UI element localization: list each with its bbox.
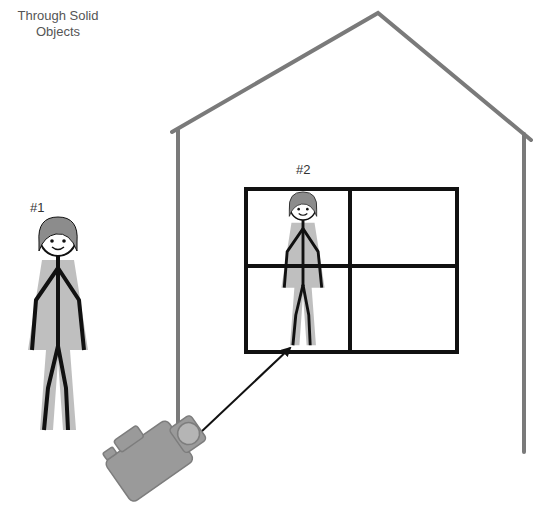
house-outline: [172, 13, 531, 456]
window-frame: [246, 189, 457, 352]
caption-note: Through Solid Objects: [6, 8, 110, 41]
callout-number: #2: [296, 162, 336, 178]
person-figure: [281, 192, 324, 345]
person-figure: [28, 217, 88, 430]
view-arrow: [200, 348, 290, 433]
callout-number: #1: [30, 200, 70, 216]
camera-symbol: [97, 396, 213, 503]
